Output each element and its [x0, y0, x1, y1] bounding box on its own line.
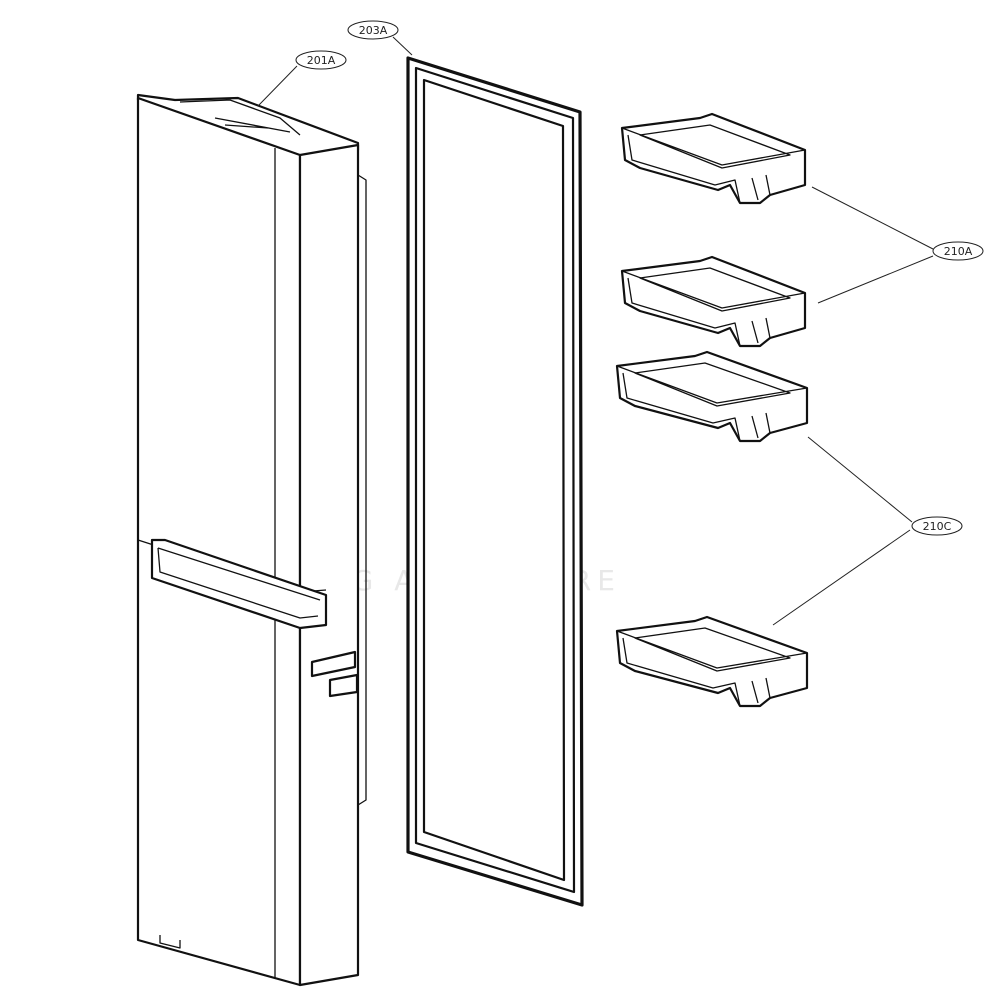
basket-3-body: [615, 350, 809, 443]
leader-201A: [257, 65, 298, 107]
door-basket-3: [615, 350, 809, 443]
basket-4-rim: [616, 627, 808, 672]
callout-201A-text: 201A: [307, 54, 336, 67]
door-basket-1: [620, 112, 807, 205]
door-bottom-tab: [159, 935, 181, 949]
refrigerator-door: [136, 93, 367, 987]
door-basket-4: [615, 615, 809, 708]
door-top-detail: [179, 99, 301, 136]
door-latch-lower: [328, 673, 359, 698]
basket-3-front-lip: [622, 372, 771, 442]
door-side-panel: [298, 143, 360, 987]
callout-203A: 203A: [347, 20, 399, 40]
basket-1-body: [620, 112, 807, 205]
callout-210C: 210C: [911, 516, 963, 536]
basket-2-rim: [621, 267, 806, 312]
callout-201A: 201A: [295, 50, 347, 70]
door-gasket: [406, 56, 584, 907]
basket-2-body: [620, 255, 807, 348]
basket-4-body: [615, 615, 809, 708]
door-basket-2: [620, 255, 807, 348]
door-edge-strip: [274, 148, 367, 978]
basket-4-front-lip: [622, 637, 771, 707]
basket-3-rim: [616, 362, 808, 407]
leader-210C-lower: [772, 529, 911, 626]
gasket-outer-frame: [406, 56, 584, 907]
leader-210C-upper: [807, 436, 913, 523]
door-handle: [150, 538, 328, 630]
callout-210A-text: 210A: [944, 245, 973, 258]
callout-203A-text: 203A: [359, 24, 388, 37]
door-latch: [310, 650, 357, 678]
gasket-mid-frame: [414, 66, 576, 894]
leader-210A-upper: [811, 186, 934, 250]
door-handle-inner: [157, 547, 321, 619]
callout-210A: 210A: [932, 241, 984, 261]
leader-203A: [392, 36, 413, 56]
basket-1-rim: [621, 124, 806, 169]
basket-2-front-lip: [627, 277, 771, 347]
gasket-inner-frame: [422, 78, 566, 882]
basket-1-front-lip: [627, 134, 771, 204]
leader-lines: [257, 36, 934, 626]
callout-210C-text: 210C: [923, 520, 952, 533]
leader-210A-lower: [817, 255, 934, 304]
